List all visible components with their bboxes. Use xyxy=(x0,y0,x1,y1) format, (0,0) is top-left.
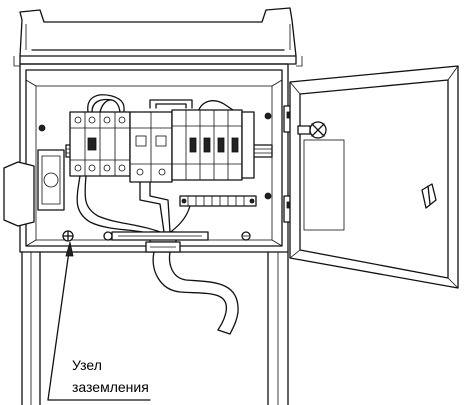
bottom-bar xyxy=(111,231,209,241)
modular-devices-right xyxy=(171,109,255,181)
external-cable xyxy=(152,251,239,335)
cabinet-door xyxy=(289,65,459,289)
circuit-breaker-4p xyxy=(69,111,131,177)
cabinet-roof xyxy=(13,7,303,67)
rcd-device xyxy=(129,111,173,183)
top-wiring xyxy=(87,94,237,113)
frame-screws xyxy=(38,112,272,200)
internal-wiring xyxy=(76,175,191,237)
callout-label-line1: Узел xyxy=(72,357,102,373)
callout-leader xyxy=(47,241,151,401)
side-socket xyxy=(3,149,65,227)
terminal-bar xyxy=(179,195,257,207)
key-lock-icon xyxy=(297,121,327,139)
ground-terminal-icon xyxy=(62,230,251,242)
callout-label-line2: заземления xyxy=(72,379,149,395)
cabinet-legs xyxy=(21,251,289,405)
lock-handle-icon xyxy=(421,183,437,209)
